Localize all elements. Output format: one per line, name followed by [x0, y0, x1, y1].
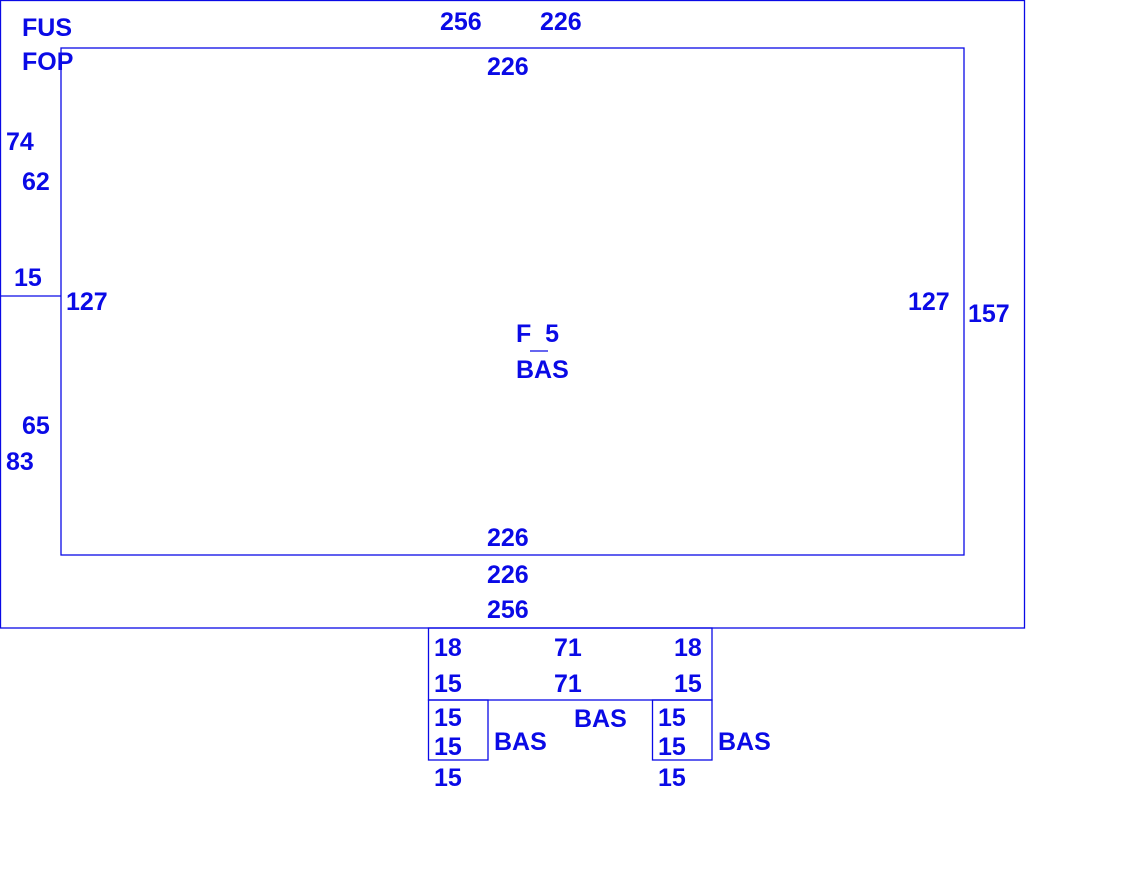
dim-base-mid-71: 71: [554, 670, 582, 698]
dim-left-inner-127: 127: [66, 288, 108, 316]
dim-base-right-15: 15: [674, 670, 702, 698]
dim-base-top-71: 71: [554, 634, 582, 662]
center-label-bas: BAS: [516, 356, 569, 384]
dim-foot-left-15a: 15: [434, 704, 462, 732]
dim-base-left-18: 18: [434, 634, 462, 662]
dim-base-left-15: 15: [434, 670, 462, 698]
dim-bottom-inner-a: 226: [487, 524, 529, 552]
label-foot-right-bas: BAS: [718, 728, 771, 756]
center-label-f5: F 5: [516, 320, 559, 348]
label-fop: FOP: [22, 48, 73, 76]
dim-foot-right-15b: 15: [658, 733, 686, 761]
label-base-bas: BAS: [574, 705, 627, 733]
dim-top-inner-a: 226: [540, 8, 582, 36]
dim-top-inner-b: 226: [487, 53, 529, 81]
dim-base-right-18: 18: [674, 634, 702, 662]
dim-bottom-inner-b: 226: [487, 561, 529, 589]
dim-foot-left-15c: 15: [434, 764, 462, 792]
foot-left-box: [427, 699, 489, 761]
dim-left-62: 62: [22, 168, 50, 196]
dim-right-outer-157: 157: [968, 300, 1010, 328]
dim-foot-right-15a: 15: [658, 704, 686, 732]
dim-bottom-outer: 256: [487, 596, 529, 624]
dim-left-83: 83: [6, 448, 34, 476]
dim-foot-left-15b: 15: [434, 733, 462, 761]
label-foot-left-bas: BAS: [494, 728, 547, 756]
dim-foot-right-15c: 15: [658, 764, 686, 792]
inner-frame: [60, 47, 965, 556]
label-fus: FUS: [22, 14, 72, 42]
dim-left-15: 15: [14, 264, 42, 292]
dim-left-74: 74: [6, 128, 34, 156]
dim-top-outer: 256: [440, 8, 482, 36]
dim-left-65: 65: [22, 412, 50, 440]
base-box: [427, 627, 713, 701]
foot-right-box: [651, 699, 713, 761]
dim-right-inner-127: 127: [908, 288, 950, 316]
